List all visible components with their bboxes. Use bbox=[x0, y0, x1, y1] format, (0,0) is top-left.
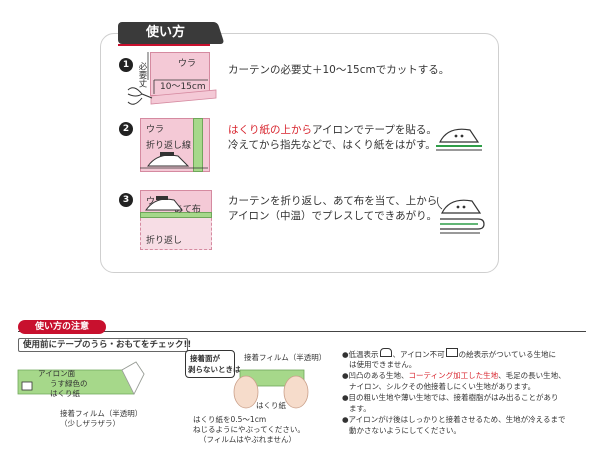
step-1-fabric bbox=[150, 52, 210, 96]
bullet-1-line1: ●低温表示 、アイロン不可 の絵表示がついている生地に bbox=[342, 348, 556, 360]
step-1-illustration bbox=[127, 52, 217, 105]
step-3-orikaeshi-label: 折り返し bbox=[146, 236, 183, 246]
tip-line2: ねじるようにやぶってください。 bbox=[193, 425, 305, 434]
bullet-2-prefix: ●凹凸のある生地、 bbox=[342, 371, 409, 380]
step-2-tape bbox=[193, 118, 203, 172]
hands-illustration bbox=[233, 369, 309, 409]
no-iron-icon bbox=[445, 348, 458, 357]
film-label: 接着フィルム（半透明） bbox=[60, 409, 143, 418]
step-3-tape bbox=[140, 212, 212, 218]
bullet-2-rest: 、毛足の長い生地、 bbox=[498, 371, 566, 380]
step-2-peel-iron-icon bbox=[436, 128, 482, 151]
bullet-2-red: コーティング加工した生地 bbox=[408, 371, 499, 380]
bullet-1-rest2: の絵表示がついている生地に bbox=[458, 350, 556, 359]
bullet-2-line2: ナイロン、シルクその他接着しにくい生地があります。 bbox=[349, 382, 536, 391]
notes-title: 使い方の注意 bbox=[18, 320, 106, 334]
step-2-text-red: はくり紙の上から bbox=[228, 124, 312, 136]
iron-side-label: アイロン面 bbox=[38, 369, 76, 378]
step-3-text-line2: アイロン（中温）でプレスしてできあがり。 bbox=[228, 210, 437, 222]
tape-illustration bbox=[17, 361, 145, 395]
callout-line2: 剥らないときは bbox=[188, 365, 241, 374]
bullet-4-line2: 動かさないようにしてください。 bbox=[349, 426, 461, 435]
bullet-1-line2: は使用できません。 bbox=[349, 360, 417, 369]
green-paper-label: うす緑色の bbox=[50, 379, 88, 388]
step-2-fold-line-label: 折り返し線 bbox=[146, 141, 192, 151]
callout-box bbox=[185, 350, 235, 378]
step-2-ura-label: ウラ bbox=[146, 125, 165, 135]
bullet-2-line1: ●凹凸のある生地、コーティング加工した生地、毛足の長い生地、 bbox=[342, 370, 566, 381]
tip-line3: （フィルムはやぶれません） bbox=[199, 435, 296, 444]
step-1-number: 1 bbox=[119, 58, 133, 72]
bullet-3-line1: ●目の粗い生地や薄い生地では、接着樹脂がはみ出ることがあり bbox=[342, 393, 559, 402]
bullet-1-prefix: ●低温表示 bbox=[342, 350, 379, 359]
step-1-measure-label: 10〜15cm bbox=[160, 82, 206, 92]
bullet-3-line2: ます。 bbox=[349, 404, 371, 413]
step-3-iron-icon bbox=[145, 196, 184, 211]
bullet-4-line1: ●アイロンがけ後はしっかりと接着させるため、生地が冷えるまで bbox=[342, 415, 566, 424]
step-3-atenuno-label: あて布 bbox=[174, 205, 201, 215]
step-2-text-line2: 冷えてから指先などで、はくり紙をはがす。 bbox=[228, 139, 436, 151]
step-1-ura-label: ウラ bbox=[178, 59, 197, 69]
step-2-iron-icon bbox=[140, 152, 208, 169]
step-3-number: 3 bbox=[119, 193, 133, 207]
section-title-tab: 使い方 bbox=[118, 22, 213, 44]
step-1-hitsuyoutake-label: 必要丈 bbox=[137, 62, 147, 88]
iron-low-icon bbox=[379, 348, 392, 357]
step-2-text-rest: アイロンでテープを貼る。 bbox=[312, 124, 437, 136]
bullet-1-rest: 、アイロン不可 bbox=[392, 350, 445, 359]
tip-line1: はくり紙を0.5〜1cm bbox=[193, 415, 267, 424]
check-label: 使用前にテープのうら・おもてをチェック!! bbox=[18, 338, 191, 352]
step-2-text-line1: はくり紙の上からアイロンでテープを貼る。 bbox=[228, 122, 437, 138]
section-title: 使い方 bbox=[145, 25, 185, 40]
notes-divider bbox=[18, 331, 586, 332]
release-paper-label: はくり紙 bbox=[256, 401, 286, 410]
step-2-number: 2 bbox=[119, 122, 133, 136]
callout-line1: 接着面が bbox=[190, 354, 220, 363]
step-3-folded-fabric bbox=[140, 213, 212, 250]
usage-frame bbox=[100, 33, 499, 273]
green-paper-label-2: はくり紙 bbox=[50, 389, 80, 398]
step-3-text-line1: カーテンを折り返し、あて布を当て、上から bbox=[228, 195, 438, 207]
step-3-press-icon bbox=[437, 196, 485, 234]
title-underline bbox=[118, 44, 210, 46]
film-top-label: 接着フィルム（半透明） bbox=[244, 353, 327, 362]
film-label-2: （少しザラザラ） bbox=[60, 419, 120, 428]
step-1-text: カーテンの必要丈＋10〜15cmでカットする。 bbox=[228, 64, 450, 76]
